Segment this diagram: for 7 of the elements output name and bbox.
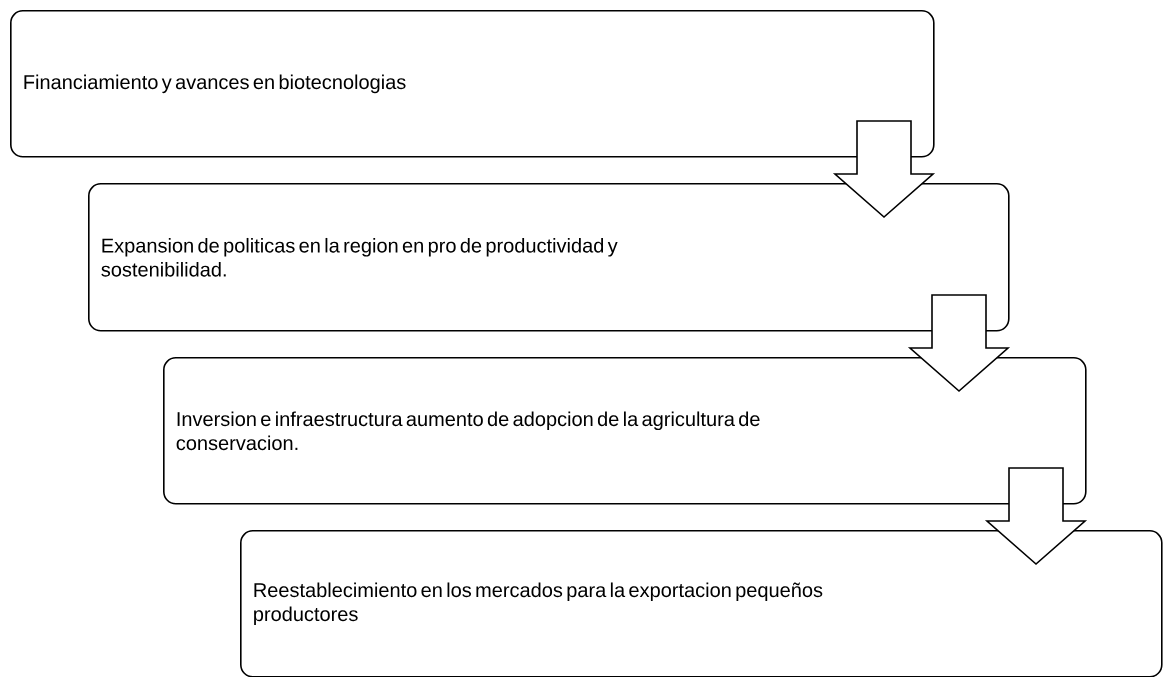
process-box: Expansion de politicas en la region en pro de productividad y sostenibilidad. xyxy=(88,183,1010,332)
block-arrow xyxy=(907,294,1011,393)
block-arrow xyxy=(832,120,936,219)
block-arrow xyxy=(984,467,1088,566)
process-box: Reestablecimiento en los mercados para la exportacion pequeños productores xyxy=(240,530,1163,677)
process-box: Financiamiento y avances en biotecnologias xyxy=(10,10,935,158)
process-box: Inversion e infraestructura aumento de adopcion de la agricultura de conservacion. xyxy=(163,357,1087,505)
